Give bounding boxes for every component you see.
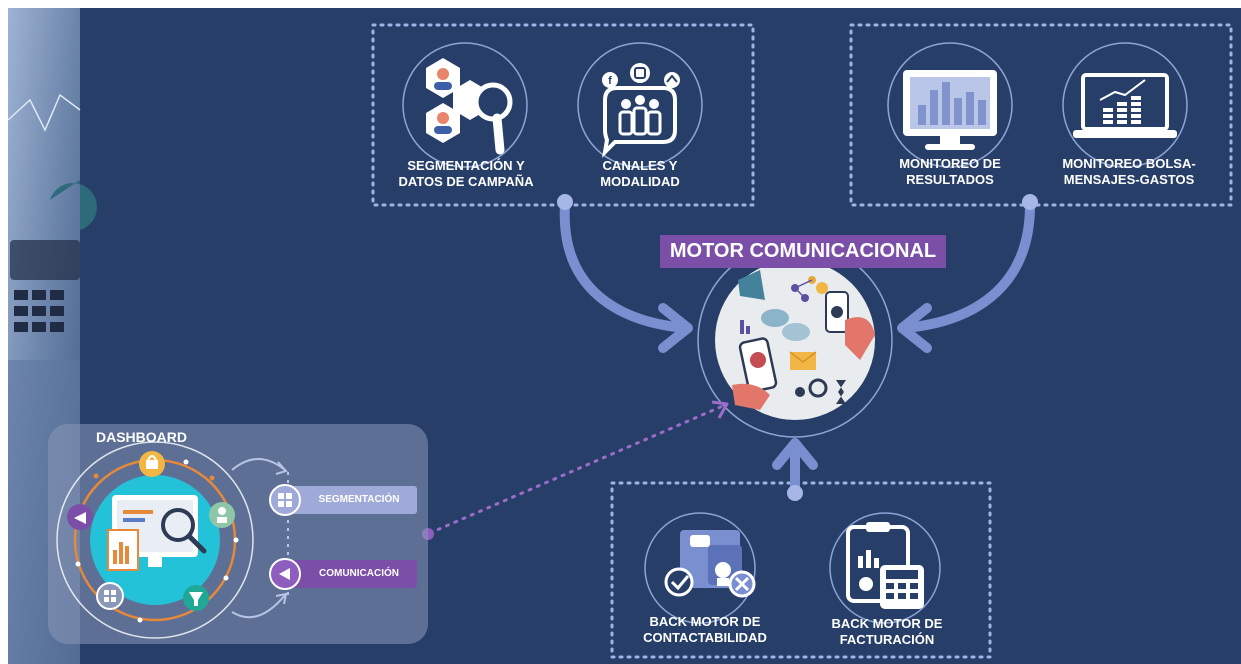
arrow-right-to-motor (897, 200, 1035, 353)
arrow-bottom-to-motor (772, 438, 818, 497)
dashboard-graphic (56, 441, 254, 639)
arrow-bottom-dot (787, 485, 803, 501)
results-label: MONITOREO DE RESULTADOS (880, 156, 1020, 188)
arrow-right-dot (1022, 194, 1038, 210)
results-label-line1: MONITOREO DE (899, 156, 1001, 171)
comunicacion-pill (269, 558, 417, 590)
segmentation-label-line2: DATOS DE CAMPAÑA (398, 174, 534, 189)
channels-icon: f (577, 42, 703, 168)
results-label-line2: RESULTADOS (906, 172, 994, 187)
dashboard-curved-arrows (231, 458, 289, 619)
budget-label-line1: MONITOREO BOLSA- (1062, 156, 1196, 171)
contactability-label-line2: CONTACTABILIDAD (643, 630, 767, 645)
budget-label-line2: MENSAJES-GASTOS (1063, 172, 1195, 187)
billing-label: BACK MOTOR DE FACTURACIÓN (815, 616, 959, 648)
segmentation-label-line1: SEGMENTACIÓN Y (407, 158, 525, 173)
channels-label-line2: MODALIDAD (600, 174, 680, 189)
comunicacion-pill-label: COMUNICACIÓN (319, 568, 399, 579)
billing-label-line1: BACK MOTOR DE (831, 616, 943, 631)
laptop-budget-icon (1062, 42, 1188, 168)
channels-label-line1: CANALES Y (602, 158, 678, 173)
results-monitor-icon (887, 42, 1013, 168)
segmentation-label: SEGMENTACIÓN Y DATOS DE CAMPAÑA (385, 158, 547, 190)
channels-label: CANALES Y MODALIDAD (582, 158, 698, 190)
laptop-photo-strip (7, 0, 97, 664)
arrow-left-dot (557, 194, 573, 210)
contactability-label-line1: BACK MOTOR DE (649, 614, 761, 629)
billing-label-line2: FACTURACIÓN (839, 632, 935, 647)
segmentacion-pill (269, 484, 417, 516)
motor-title: MOTOR COMUNICACIONAL (669, 240, 937, 262)
segmentacion-pill-label: SEGMENTACIÓN (318, 494, 400, 505)
left-white-margin (0, 0, 8, 664)
budget-label: MONITOREO BOLSA- MENSAJES-GASTOS (1045, 156, 1213, 188)
segmentation-icon (402, 42, 528, 168)
motor-title-bg (660, 235, 946, 268)
dashboard-title: DASHBOARD (96, 429, 187, 445)
billing-icon (829, 512, 941, 624)
motor-circle (697, 242, 893, 438)
contactability-label: BACK MOTOR DE CONTACTABILIDAD (630, 614, 780, 646)
bottom-group-border (610, 481, 992, 659)
arrow-left-to-motor (559, 200, 693, 353)
top-white-margin (0, 0, 1241, 8)
svg-text:f: f (608, 75, 612, 87)
contactability-icon (644, 512, 756, 624)
